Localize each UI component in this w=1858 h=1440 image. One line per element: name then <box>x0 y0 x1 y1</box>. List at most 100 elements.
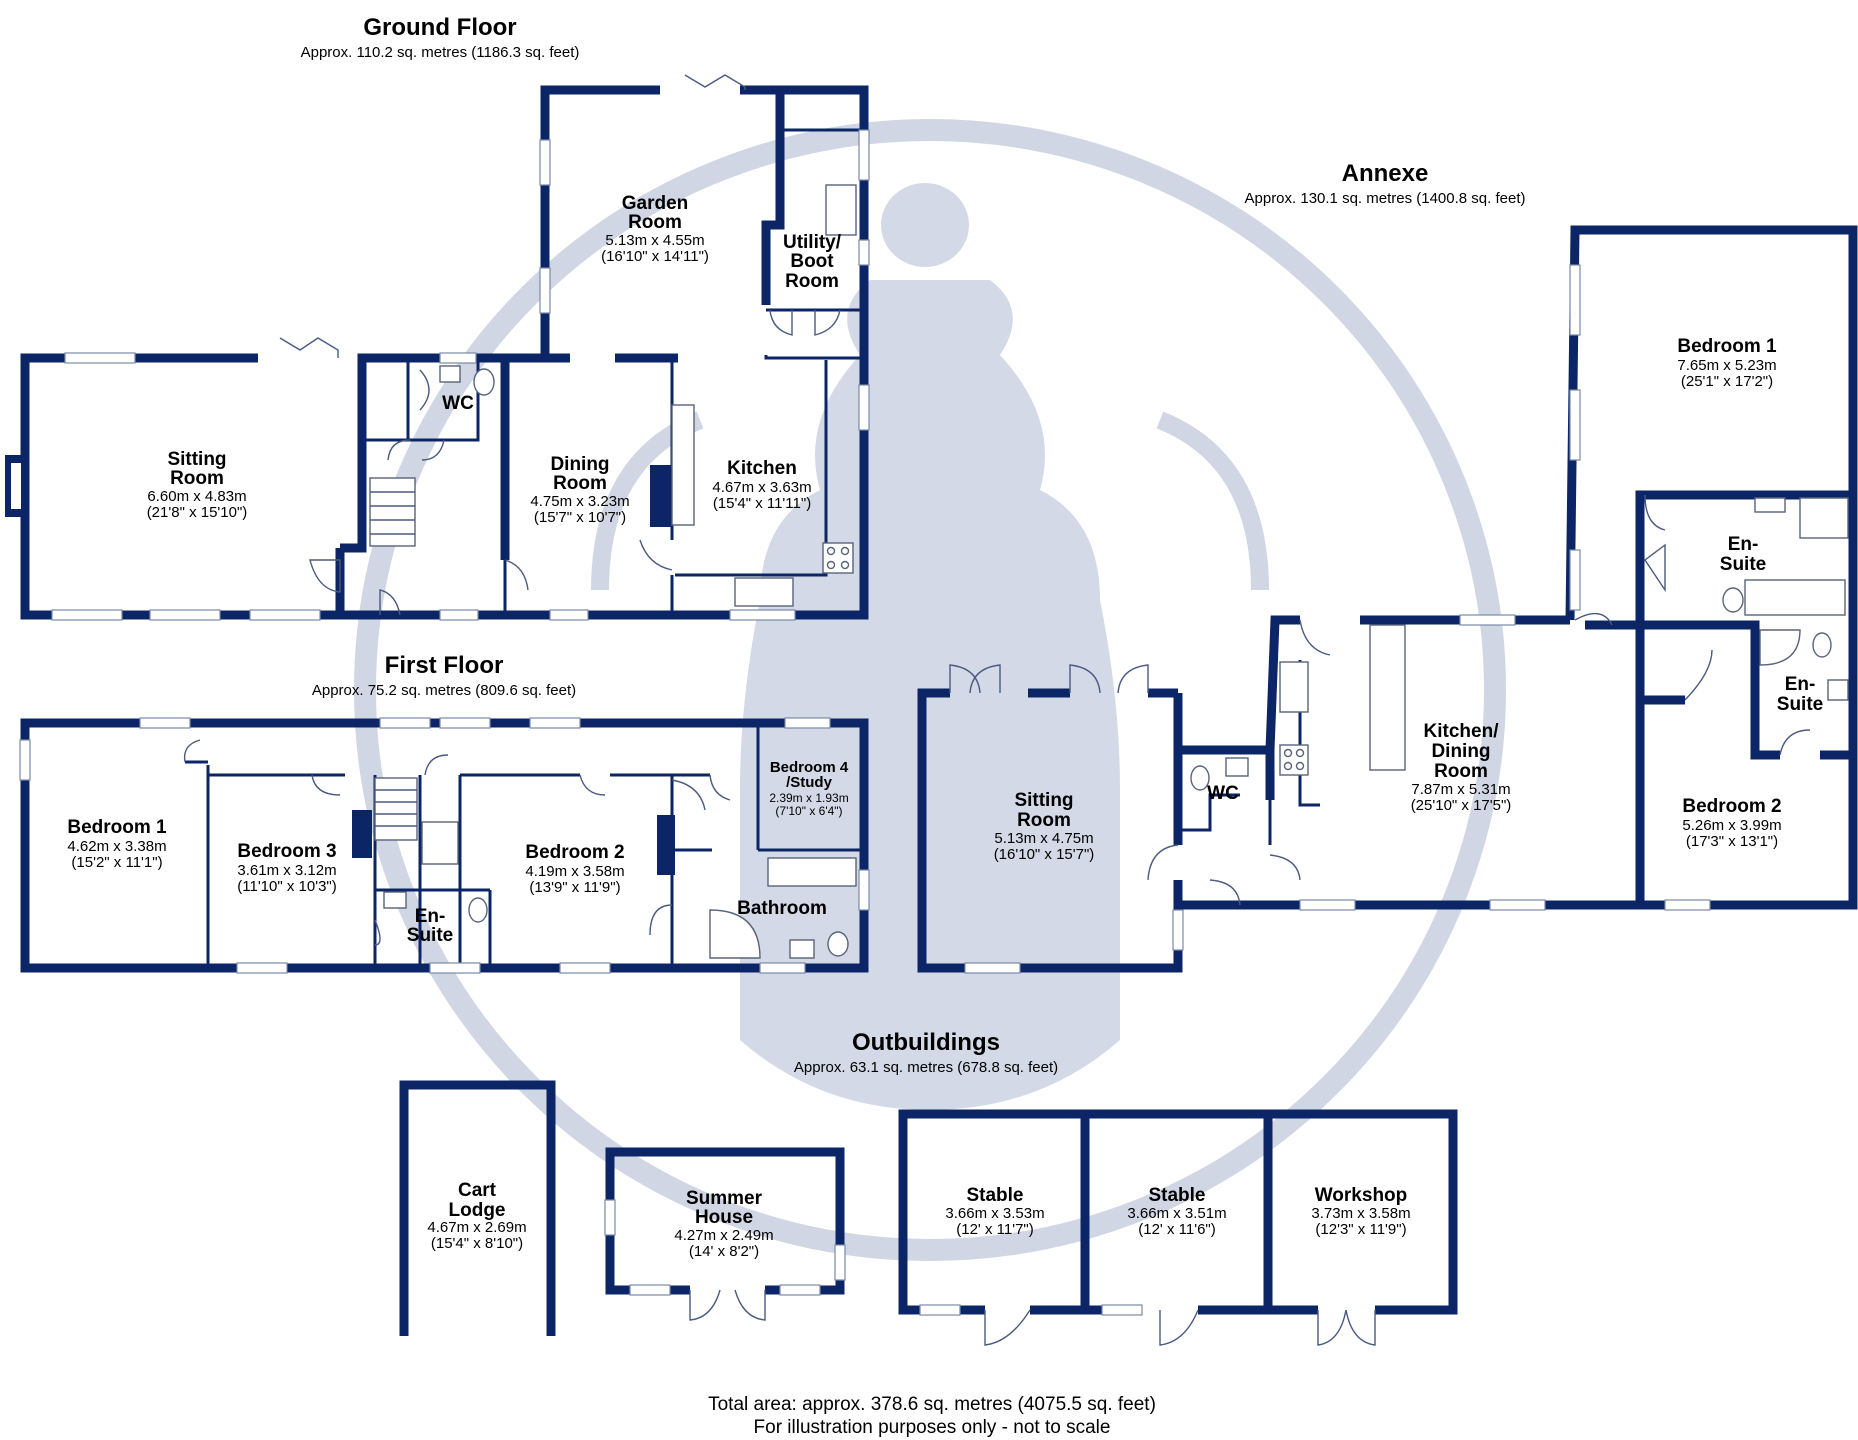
room-imperial: (14' x 8'2") <box>689 1243 759 1260</box>
room-metric: 5.13m x 4.75m <box>994 830 1093 847</box>
room-imperial: (7'10" x 6'4") <box>775 804 842 818</box>
room-metric: 4.27m x 2.49m <box>674 1227 773 1244</box>
room-imperial: (12' x 11'6") <box>1138 1221 1215 1238</box>
room-metric: 4.75m x 3.23m <box>530 493 629 510</box>
room-imperial: (15'2" x 11'1") <box>71 854 162 871</box>
room-name: Bedroom 1 <box>1677 336 1777 357</box>
room-imperial: (13'9" x 11'9") <box>529 879 620 896</box>
room-metric: 4.62m x 3.38m <box>67 838 166 855</box>
room-imperial: (21'8" x 15'10") <box>147 504 248 521</box>
outbuildings-title: Outbuildings <box>852 1029 1000 1056</box>
room-name: Dining <box>550 454 609 475</box>
room-name: Suite <box>407 925 453 946</box>
first-floor-area: Approx. 75.2 sq. metres (809.6 sq. feet) <box>312 682 576 699</box>
room-name: Stable <box>966 1185 1023 1206</box>
room-metric: 4.67m x 2.69m <box>427 1219 526 1236</box>
room-imperial: (15'7" x 10'7") <box>534 509 626 526</box>
room-name: Lodge <box>449 1200 506 1221</box>
room-name: Suite <box>1720 554 1766 575</box>
room-name: Room <box>1017 810 1071 831</box>
room-name: Dining <box>1431 741 1490 762</box>
room-name: Summer <box>686 1188 763 1209</box>
room-name: Room <box>785 271 839 292</box>
room-name: Bedroom 2 <box>1682 796 1781 817</box>
first-floor-plan <box>19 717 870 974</box>
room-name: Boot <box>790 251 834 272</box>
room-name: Sitting <box>1014 790 1073 811</box>
room-imperial: (17'3" x 13'1") <box>1686 833 1778 850</box>
room-name: Kitchen/ <box>1424 721 1500 742</box>
room-name: Bedroom 4 <box>770 759 849 776</box>
room-metric: 6.60m x 4.83m <box>147 488 246 505</box>
room-name: Room <box>170 468 224 489</box>
room-name: Suite <box>1777 694 1823 715</box>
room-label-ground-wc: WC <box>442 393 474 414</box>
room-label-annexe-bed2: Bedroom 2 5.26m x 3.99m (17'3" x 13'1") <box>1682 796 1781 850</box>
room-label-ground-sitting: Sitting Room 6.60m x 4.83m (21'8" x 15'1… <box>147 449 248 521</box>
outbuildings-area: Approx. 63.1 sq. metres (678.8 sq. feet) <box>794 1059 1058 1076</box>
room-label-annexe-bed1: Bedroom 1 7.65m x 5.23m (25'1" x 17'2") <box>1677 336 1777 390</box>
room-name: Kitchen <box>727 458 797 479</box>
room-imperial: (15'4" x 8'10") <box>431 1235 523 1252</box>
room-name: Workshop <box>1315 1185 1408 1206</box>
room-label-stable-2: Stable 3.66m x 3.51m (12' x 11'6") <box>1127 1185 1226 1238</box>
room-metric: 5.13m x 4.55m <box>605 232 704 249</box>
room-metric: 3.73m x 3.58m <box>1311 1205 1410 1222</box>
room-label-annexe-ensuite1: En- Suite <box>1720 534 1766 575</box>
room-label-ground-dining: Dining Room 4.75m x 3.23m (15'7" x 10'7"… <box>530 454 629 526</box>
room-label-first-bed2: Bedroom 2 4.19m x 3.58m (13'9" x 11'9") <box>525 842 624 896</box>
room-name: Room <box>1434 761 1488 782</box>
room-name: /Study <box>786 774 832 791</box>
room-label-workshop: Workshop 3.73m x 3.58m (12'3" x 11'9") <box>1311 1185 1410 1238</box>
room-label-annexe-wc: WC <box>1207 783 1239 804</box>
room-name: Bedroom 1 <box>67 817 167 838</box>
room-name: Bedroom 3 <box>237 841 336 862</box>
room-metric: 4.19m x 3.58m <box>525 863 624 880</box>
room-metric: 3.61m x 3.12m <box>237 862 336 879</box>
room-name: En- <box>1728 534 1759 555</box>
room-name: House <box>695 1207 753 1228</box>
room-imperial: (16'10" x 15'7") <box>994 846 1095 863</box>
room-label-annexe-ensuite2: En- Suite <box>1777 674 1823 715</box>
room-imperial: (12'3" x 11'9") <box>1315 1221 1406 1238</box>
room-imperial: (16'10" x 14'11") <box>601 248 709 265</box>
annexe-title: Annexe <box>1342 160 1429 187</box>
room-label-first-bed1: Bedroom 1 4.62m x 3.38m (15'2" x 11'1") <box>67 817 167 871</box>
room-name: En- <box>1785 674 1816 695</box>
room-name: WC <box>1207 783 1239 804</box>
room-label-cart-lodge: Cart Lodge 4.67m x 2.69m (15'4" x 8'10") <box>427 1180 526 1252</box>
room-label-annexe-sitting: Sitting Room 5.13m x 4.75m (16'10" x 15'… <box>994 790 1095 863</box>
room-metric: 7.87m x 5.31m <box>1411 781 1510 798</box>
room-label-first-bed4: Bedroom 4 /Study 2.39m x 1.93m (7'10" x … <box>769 759 849 818</box>
room-label-first-ensuite: En- Suite <box>407 906 453 946</box>
room-label-stable-1: Stable 3.66m x 3.53m (12' x 11'7") <box>945 1185 1044 1238</box>
room-label-annexe-kitchen: Kitchen/ Dining Room 7.87m x 5.31m (25'1… <box>1411 721 1512 814</box>
room-name: Cart <box>458 1180 497 1201</box>
room-name: Bathroom <box>737 898 827 919</box>
room-imperial: (15'4" x 11'11") <box>713 495 811 512</box>
room-name: Bedroom 2 <box>525 842 624 863</box>
room-name: En- <box>415 906 446 927</box>
ground-floor-area: Approx. 110.2 sq. metres (1186.3 sq. fee… <box>301 44 580 61</box>
room-name: Sitting <box>167 449 226 470</box>
room-metric: 2.39m x 1.93m <box>769 791 848 805</box>
room-name: Utility/ <box>783 232 842 253</box>
room-label-summer-house: Summer House 4.27m x 2.49m (14' x 8'2") <box>674 1188 773 1260</box>
room-imperial: (11'10" x 10'3") <box>237 878 337 895</box>
disclaimer-note: For illustration purposes only - not to … <box>754 1417 1111 1438</box>
outbuildings-plan <box>399 1080 1458 1346</box>
ground-floor-plan <box>5 74 870 621</box>
total-area-note: Total area: approx. 378.6 sq. metres (40… <box>708 1394 1156 1415</box>
room-name: Garden <box>622 193 689 214</box>
room-name: Room <box>628 212 682 233</box>
room-name: WC <box>442 393 474 414</box>
annexe-plan <box>917 225 1858 974</box>
room-imperial: (25'10" x 17'5") <box>1411 797 1512 814</box>
room-metric: 7.65m x 5.23m <box>1677 357 1776 374</box>
room-label-ground-kitchen: Kitchen 4.67m x 3.63m (15'4" x 11'11") <box>712 458 811 512</box>
room-metric: 5.26m x 3.99m <box>1682 817 1781 834</box>
room-imperial: (25'1" x 17'2") <box>1681 373 1773 390</box>
room-label-first-bath: Bathroom <box>737 898 827 919</box>
room-metric: 4.67m x 3.63m <box>712 479 811 496</box>
